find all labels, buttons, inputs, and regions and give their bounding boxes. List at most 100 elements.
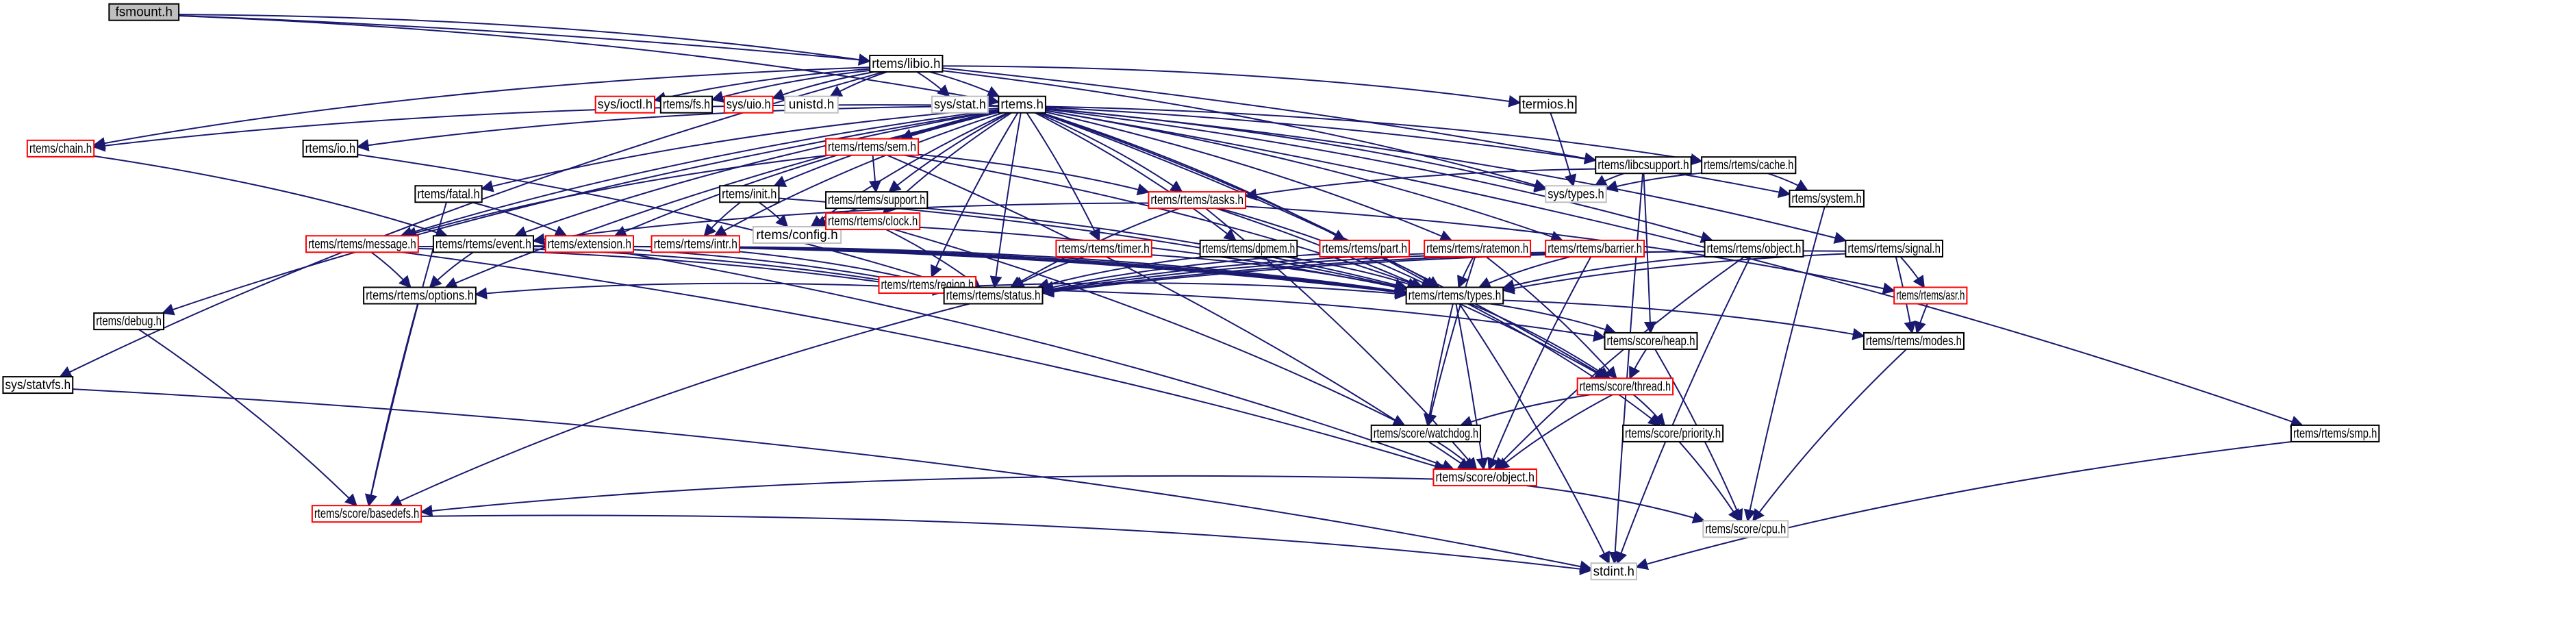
- edge-libio-to-rtems: [929, 71, 1000, 97]
- edge-rtems-to-options: [444, 111, 999, 289]
- node-message[interactable]: rtems/rtems/message.h: [305, 235, 419, 253]
- node-priority[interactable]: rtems/score/priority.h: [1622, 424, 1724, 442]
- edge-libio-to-ioctl: [653, 68, 870, 104]
- node-sobject[interactable]: rtems/score/object.h: [1432, 468, 1537, 487]
- node-timer[interactable]: rtems/rtems/timer.h: [1055, 239, 1152, 258]
- node-extension[interactable]: rtems/extension.h: [544, 235, 635, 253]
- node-rtems[interactable]: rtems.h: [998, 95, 1046, 114]
- node-watchdog[interactable]: rtems/score/watchdog.h: [1370, 424, 1482, 442]
- node-signal[interactable]: rtems/rtems/signal.h: [1845, 239, 1943, 258]
- node-label: rtems/rtems/part.h: [1322, 242, 1407, 256]
- edge-types-to-thread: [1469, 303, 1611, 379]
- node-box: [931, 95, 989, 114]
- node-fatal[interactable]: rtems/fatal.h: [414, 185, 483, 203]
- node-init[interactable]: rtems/init.h: [719, 185, 780, 203]
- node-thread[interactable]: rtems/score/thread.h: [1576, 377, 1674, 396]
- edge-libcsupport-to-systypes: [1593, 173, 1625, 187]
- node-cache[interactable]: rtems/rtems/cache.h: [1701, 156, 1797, 175]
- node-ratemon[interactable]: rtems/rtems/ratemon.h: [1424, 239, 1532, 258]
- node-event[interactable]: rtems/rtems/event.h: [432, 235, 534, 253]
- node-tasks[interactable]: rtems/rtems/tasks.h: [1148, 191, 1247, 210]
- node-label: sys/uio.h: [727, 98, 771, 112]
- node-smp[interactable]: rtems/rtems/smp.h: [2290, 424, 2380, 442]
- edge-priority-to-cpu: [1678, 441, 1741, 522]
- edge-object-to-stdint: [1615, 256, 1752, 564]
- node-chain[interactable]: rtems/chain.h: [26, 139, 95, 158]
- node-stat[interactable]: sys/stat.h: [931, 95, 989, 114]
- node-object[interactable]: rtems/rtems/object.h: [1704, 239, 1804, 258]
- node-unistd[interactable]: unistd.h: [784, 95, 839, 114]
- node-intr[interactable]: rtems/rtems/intr.h: [651, 235, 740, 253]
- edge-rtems-to-chain: [92, 104, 999, 152]
- edge-timer-to-status: [1011, 255, 1085, 288]
- node-sem[interactable]: rtems/rtems/sem.h: [825, 138, 920, 156]
- edge-message-to-sobject: [401, 251, 1447, 472]
- node-stdint[interactable]: stdint.h: [1590, 562, 1637, 581]
- node-barrier[interactable]: rtems/rtems/barrier.h: [1545, 239, 1645, 258]
- node-debug[interactable]: rtems/debug.h: [93, 312, 164, 331]
- edge-heap-to-thread: [1629, 349, 1647, 379]
- node-box: [651, 235, 740, 253]
- edge-rtems-to-tasks: [1037, 112, 1183, 193]
- edge-intr-to-types: [739, 246, 1408, 297]
- edge-rtems-to-part: [1041, 112, 1346, 241]
- node-uio[interactable]: sys/uio.h: [723, 95, 774, 114]
- node-label: rtems/rtems/event.h: [435, 237, 531, 251]
- node-box: [998, 95, 1046, 114]
- node-modes[interactable]: rtems/rtems/modes.h: [1862, 331, 1965, 350]
- node-box: [1545, 185, 1607, 203]
- node-box: [1405, 286, 1504, 305]
- edge-libio-to-chain: [92, 66, 870, 149]
- edge-clock-to-watchdog: [894, 229, 1406, 426]
- node-options[interactable]: rtems/rtems/options.h: [363, 286, 477, 305]
- node-cpu[interactable]: rtems/score/cpu.h: [1702, 520, 1789, 538]
- edge-rtems-to-systypes: [1045, 108, 1547, 192]
- node-asr[interactable]: rtems/rtems/asr.h: [1893, 286, 1968, 305]
- node-termios[interactable]: termios.h: [1519, 95, 1577, 114]
- node-label: rtems/rtems/tasks.h: [1150, 193, 1243, 208]
- edge-sem-to-types: [904, 154, 1424, 290]
- node-label: rtems/rtems/status.h: [946, 289, 1041, 303]
- node-fs[interactable]: rtems/fs.h: [659, 95, 714, 114]
- edge-status-to-basedefs: [389, 303, 970, 507]
- edge-sobject-to-basedefs: [420, 475, 1434, 517]
- edge-sem-to-tasks: [918, 153, 1150, 196]
- edge-types-to-watchdog: [1423, 303, 1454, 427]
- node-box: [1319, 239, 1411, 258]
- node-box: [1199, 239, 1298, 258]
- node-systypes[interactable]: sys/types.h: [1545, 185, 1607, 203]
- node-fsmount[interactable]: fsmount.h: [108, 3, 180, 21]
- edge-libio-to-uio: [771, 71, 875, 101]
- edge-rtems-to-object: [1045, 108, 1714, 244]
- node-ioctl[interactable]: sys/ioctl.h: [594, 95, 655, 114]
- node-heap[interactable]: rtems/score/heap.h: [1604, 331, 1698, 350]
- edge-rtems-to-message: [399, 108, 999, 239]
- edge-sobject-to-cpu: [1526, 485, 1706, 524]
- node-types[interactable]: rtems/rtems/types.h: [1405, 286, 1504, 305]
- node-status[interactable]: rtems/rtems/status.h: [943, 286, 1044, 305]
- node-box: [1370, 424, 1482, 442]
- node-support[interactable]: rtems/rtems/support.h: [825, 191, 929, 210]
- node-box: [659, 95, 714, 114]
- node-io[interactable]: rtems/io.h: [302, 139, 359, 158]
- node-box: [1590, 562, 1637, 581]
- node-label: rtems/rtems/asr.h: [1896, 289, 1965, 303]
- node-label: rtems/rtems/options.h: [366, 289, 474, 303]
- node-clock[interactable]: rtems/rtems/clock.h: [825, 212, 921, 231]
- node-dpmem[interactable]: rtems/rtems/dpmem.h: [1199, 239, 1298, 258]
- node-label: stdint.h: [1593, 564, 1634, 579]
- edge-rtems-to-thread: [1039, 112, 1609, 379]
- edge-basedefs-to-stdint: [421, 514, 1593, 575]
- node-label: unistd.h: [789, 98, 835, 112]
- node-part[interactable]: rtems/rtems/part.h: [1319, 239, 1411, 258]
- node-libio[interactable]: rtems/libio.h: [869, 54, 944, 73]
- node-system[interactable]: rtems/system.h: [1789, 189, 1865, 208]
- node-statvfs[interactable]: sys/statvfs.h: [2, 376, 74, 394]
- node-label: rtems/fatal.h: [417, 187, 479, 201]
- node-libcsupport[interactable]: rtems/libcsupport.h: [1595, 156, 1692, 175]
- edge-barrier-to-types: [1478, 255, 1571, 289]
- node-basedefs[interactable]: rtems/score/basedefs.h: [311, 505, 422, 523]
- edge-fsmount-to-rtems: [179, 15, 1000, 106]
- edge-extension-to-sobject: [620, 251, 1455, 471]
